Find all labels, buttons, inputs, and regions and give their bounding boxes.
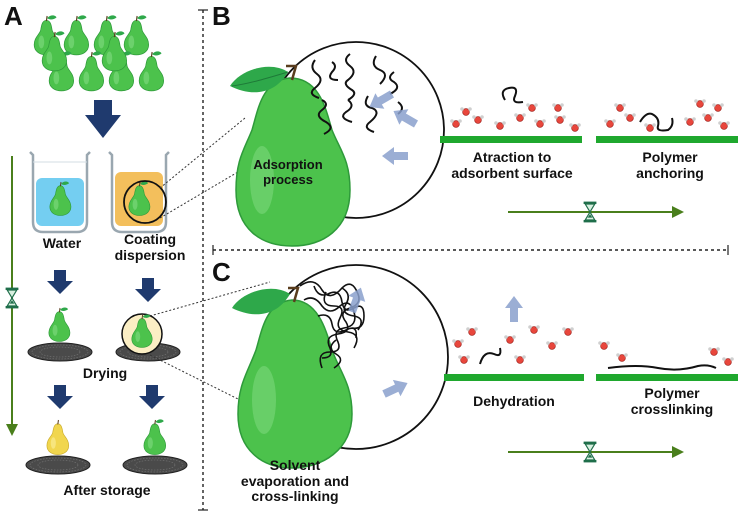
surface-c1: [444, 296, 584, 381]
surface-c2: [596, 340, 738, 381]
vertical-timeline: [4, 156, 19, 436]
tangled-polymer-c: [299, 281, 365, 369]
timeline-c: [508, 441, 684, 463]
label-polymer-anchoring: Polymer anchoring: [636, 149, 704, 181]
label-after-storage: After storage: [63, 482, 151, 498]
label-water: Water: [42, 235, 82, 251]
surface-b1: [440, 86, 582, 143]
label-coating-dispersion: Coating dispersion: [114, 231, 186, 263]
pear-cluster: [33, 14, 165, 92]
beaker-water-icon: [29, 151, 91, 234]
panel-label-b: B: [212, 1, 231, 31]
label-dehydration: Dehydration: [473, 393, 555, 409]
beaker-coating-icon: [108, 151, 170, 234]
timeline-b: [508, 201, 684, 223]
panel-label-a: A: [4, 1, 23, 31]
label-drying: Drying: [82, 365, 128, 381]
surface-b2: [596, 98, 738, 143]
big-pear-c: [232, 286, 353, 469]
panel-label-c: C: [212, 257, 231, 287]
label-adsorption-process: Adsorption process: [253, 157, 323, 187]
coated-pear-zoom: [121, 313, 163, 355]
main-down-arrow: [85, 100, 121, 138]
label-solvent-evaporation: Solvent evaporation and cross-linking: [240, 457, 350, 505]
label-polymer-crosslinking: Polymer crosslinking: [630, 385, 714, 417]
label-attraction: Atraction to adsorbent surface: [451, 149, 573, 181]
